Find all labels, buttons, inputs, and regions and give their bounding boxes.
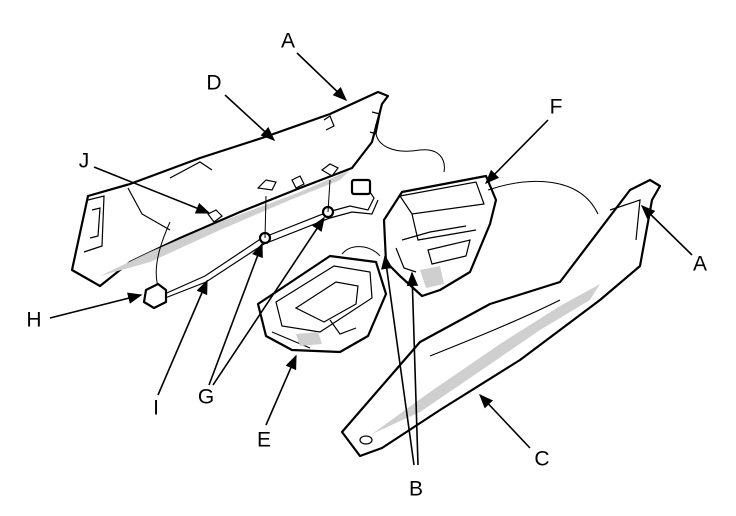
left-side-panel-d	[70, 90, 390, 288]
leader-h	[49, 292, 143, 319]
leader-j	[93, 166, 211, 214]
label-j: J	[79, 150, 90, 173]
leader-i	[157, 279, 208, 396]
leader-e	[265, 354, 297, 426]
label-h: H	[26, 309, 41, 332]
leader-f	[484, 119, 549, 185]
leader-c	[479, 393, 531, 449]
leader-d	[224, 94, 276, 141]
label-a-right: A	[693, 253, 707, 276]
leader-g-2	[212, 216, 325, 386]
label-d: D	[206, 72, 221, 95]
label-b: B	[409, 478, 423, 501]
callout-labels: A D J H I G E F A C B	[26, 30, 707, 501]
leader-a-right	[640, 204, 693, 256]
label-c: C	[534, 448, 549, 471]
leader-g-1	[208, 242, 263, 386]
leader-a-top	[296, 52, 348, 101]
center-tray-e	[256, 246, 388, 354]
label-g: G	[198, 386, 214, 409]
label-e: E	[257, 429, 271, 452]
leader-b-1	[381, 254, 415, 466]
label-a-top: A	[281, 30, 295, 53]
label-i: I	[153, 397, 159, 420]
leader-b-2	[406, 271, 419, 466]
right-side-panel-c	[340, 178, 662, 458]
leader-lines	[49, 52, 693, 466]
front-pocket-f	[375, 123, 599, 298]
label-f: F	[550, 96, 563, 119]
